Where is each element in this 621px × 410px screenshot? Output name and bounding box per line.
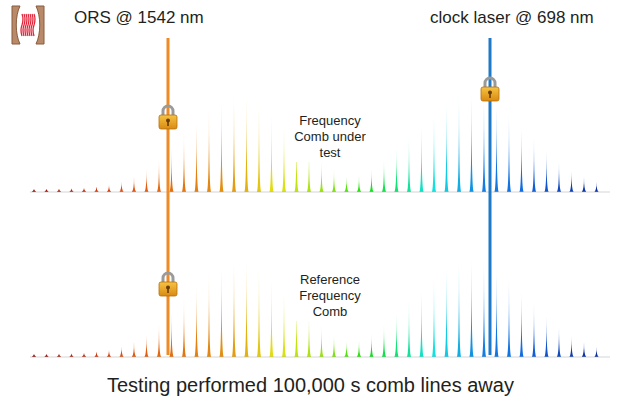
lock-icon: [159, 273, 177, 296]
ors-beam: [167, 38, 170, 355]
laser-label: ORS @ 1542 nm: [74, 8, 204, 28]
clock-beam: [489, 38, 492, 355]
laser-label: clock laser @ 698 nm: [430, 8, 594, 28]
comb-label: Reference Frequency Comb: [290, 271, 370, 321]
cavity-icon: [12, 6, 44, 44]
comb-under-test: [30, 89, 610, 192]
reference-comb: [30, 254, 610, 357]
comb-label: Frequency Comb under test: [290, 112, 370, 162]
caption: Testing performed 100,000 s comb lines a…: [107, 374, 514, 397]
lock-icon: [481, 78, 499, 101]
lock-icon: [159, 106, 177, 129]
